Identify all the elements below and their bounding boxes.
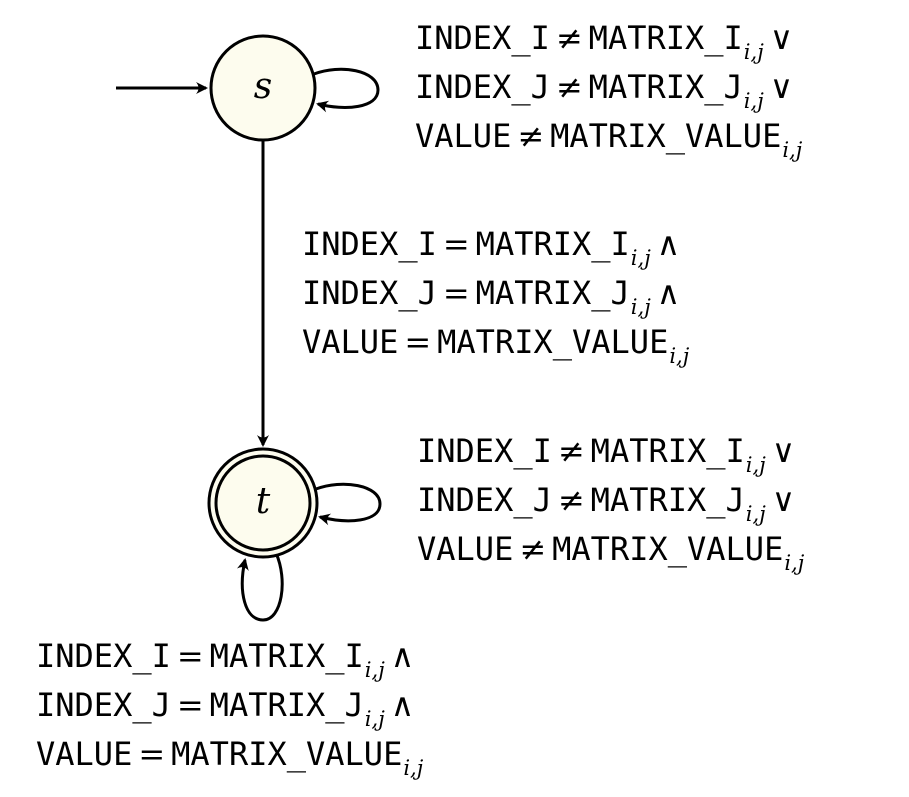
condition-lhs: INDEX_J (415, 68, 550, 106)
condition-op: ≠ (557, 481, 585, 519)
condition-rhs: MATRIX_VALUE (437, 323, 669, 361)
condition-sub: i,j (782, 138, 803, 162)
condition-sub: i,j (630, 295, 651, 319)
condition-sub: i,j (743, 89, 764, 113)
condition-op: = (138, 735, 166, 773)
condition-line: INDEX_I=MATRIX_Ii,j∧ (36, 632, 435, 682)
condition-lhs: VALUE (36, 735, 133, 773)
condition-rhs: MATRIX_I (588, 19, 743, 57)
label-t-self-loop-right: INDEX_I≠MATRIX_Ii,j∨INDEX_J≠MATRIX_Ji,j∨… (417, 427, 816, 575)
condition-conn: ∧ (390, 686, 415, 724)
state-t: t (207, 447, 319, 559)
condition-lhs: INDEX_I (36, 637, 171, 675)
condition-line: INDEX_J=MATRIX_Ji,j∧ (302, 269, 701, 319)
condition-line: INDEX_I≠MATRIX_Ii,j∨ (415, 14, 814, 64)
condition-op: = (176, 637, 204, 675)
condition-lhs: INDEX_J (417, 481, 552, 519)
condition-rhs: MATRIX_J (588, 68, 743, 106)
condition-line: VALUE=MATRIX_VALUEi,j (302, 318, 701, 368)
condition-lhs: VALUE (417, 530, 514, 568)
condition-line: INDEX_J=MATRIX_Ji,j∧ (36, 681, 435, 731)
condition-conn: ∧ (656, 274, 681, 312)
condition-rhs: MATRIX_I (475, 225, 630, 263)
condition-line: INDEX_I=MATRIX_Ii,j∧ (302, 220, 701, 270)
condition-lhs: INDEX_I (417, 432, 552, 470)
condition-sub: i,j (784, 551, 805, 575)
condition-sub: i,j (745, 502, 766, 526)
condition-lhs: VALUE (415, 117, 512, 155)
condition-line: INDEX_I≠MATRIX_Ii,j∨ (417, 427, 816, 477)
condition-line: VALUE=MATRIX_VALUEi,j (36, 730, 435, 780)
condition-conn: ∨ (771, 481, 796, 519)
condition-sub: i,j (743, 40, 764, 64)
state-s: s (209, 34, 317, 142)
condition-sub: i,j (364, 658, 385, 682)
condition-op: ≠ (555, 19, 583, 57)
self-loop-t-bottom (237, 552, 284, 622)
condition-lhs: INDEX_J (36, 686, 171, 724)
condition-op: ≠ (555, 68, 583, 106)
condition-rhs: MATRIX_VALUE (550, 117, 782, 155)
label-s-to-t: INDEX_I=MATRIX_Ii,j∧INDEX_J=MATRIX_Ji,j∧… (302, 220, 701, 368)
condition-rhs: MATRIX_J (590, 481, 745, 519)
condition-rhs: MATRIX_J (209, 686, 364, 724)
condition-sub: i,j (630, 246, 651, 270)
condition-sub: i,j (745, 453, 766, 477)
condition-op: = (404, 323, 432, 361)
condition-conn: ∨ (771, 432, 796, 470)
condition-line: INDEX_J≠MATRIX_Ji,j∨ (415, 63, 814, 113)
condition-line: VALUE≠MATRIX_VALUEi,j (417, 525, 816, 575)
condition-op: = (176, 686, 204, 724)
state-s-label: s (254, 66, 272, 107)
self-loop-t-right (315, 482, 382, 526)
condition-sub: i,j (669, 344, 690, 368)
condition-rhs: MATRIX_I (209, 637, 364, 675)
label-t-self-loop-bottom: INDEX_I=MATRIX_Ii,j∧INDEX_J=MATRIX_Ji,j∧… (36, 632, 435, 780)
condition-sub: i,j (364, 707, 385, 731)
condition-conn: ∧ (656, 225, 681, 263)
condition-conn: ∨ (769, 19, 794, 57)
condition-line: INDEX_J≠MATRIX_Ji,j∨ (417, 476, 816, 526)
condition-rhs: MATRIX_VALUE (171, 735, 403, 773)
condition-op: = (442, 274, 470, 312)
condition-lhs: VALUE (302, 323, 399, 361)
condition-rhs: MATRIX_J (475, 274, 630, 312)
condition-conn: ∧ (390, 637, 415, 675)
condition-line: VALUE≠MATRIX_VALUEi,j (415, 112, 814, 162)
condition-sub: i,j (403, 756, 424, 780)
label-s-self-loop: INDEX_I≠MATRIX_Ii,j∨INDEX_J≠MATRIX_Ji,j∨… (415, 14, 814, 162)
condition-op: = (442, 225, 470, 263)
condition-lhs: INDEX_I (415, 19, 550, 57)
condition-conn: ∨ (769, 68, 794, 106)
condition-rhs: MATRIX_I (590, 432, 745, 470)
condition-op: ≠ (517, 117, 545, 155)
state-t-label: t (256, 481, 271, 522)
condition-lhs: INDEX_J (302, 274, 437, 312)
self-loop-s (313, 67, 380, 113)
condition-op: ≠ (557, 432, 585, 470)
condition-lhs: INDEX_I (302, 225, 437, 263)
condition-rhs: MATRIX_VALUE (552, 530, 784, 568)
condition-op: ≠ (519, 530, 547, 568)
